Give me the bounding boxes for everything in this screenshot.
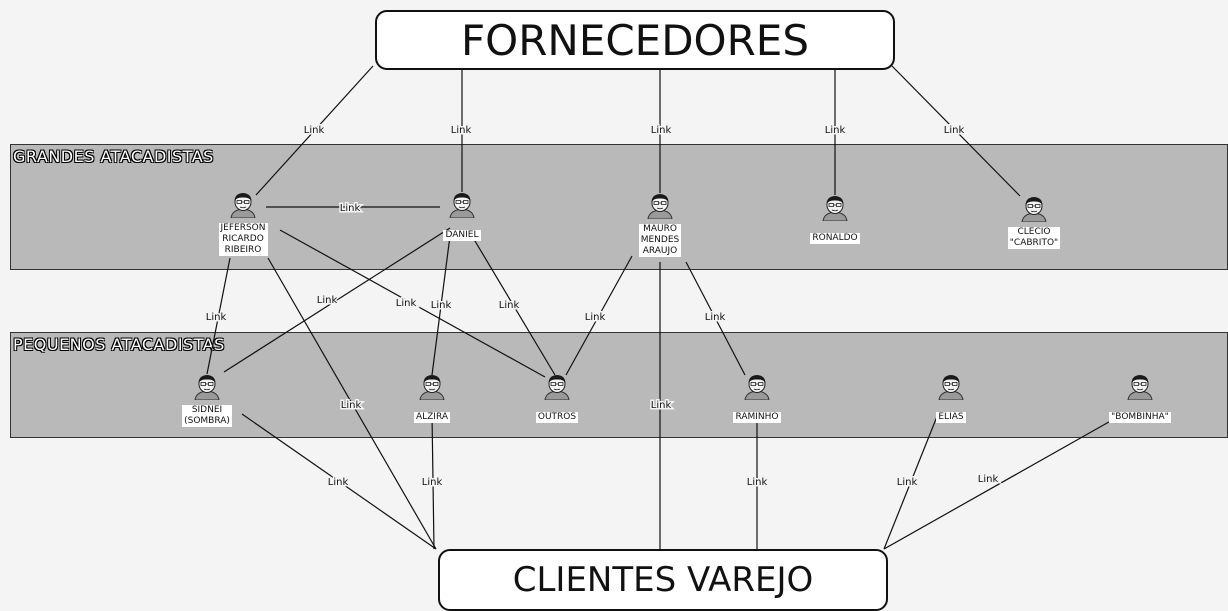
link-label: Link [206,312,227,323]
node-bombinha: "BOMBINHA" [1085,374,1195,423]
node-clecio: CLECIO "CABRITO" [979,196,1089,249]
clientes-varejo-label: CLIENTES VAREJO [512,560,814,600]
person-icon [896,374,1006,404]
link-label: Link [317,295,338,306]
link-line [279,229,546,378]
node-sidnei: SIDNEI (SOMBRA) [152,374,262,427]
clientes-varejo-box: CLIENTES VAREJO [438,549,888,611]
node-label: CLECIO "CABRITO" [1007,227,1061,249]
link-line [431,413,435,550]
node-label: ALZIRA [413,412,451,423]
person-icon [979,196,1089,226]
link-label: Link [422,477,443,488]
link-label: Link [451,125,472,136]
link-label: Link [341,400,362,411]
link-label: Link [585,312,606,323]
person-icon [1085,374,1195,404]
link-label: Link [328,477,349,488]
link-line [255,65,374,196]
person-icon [702,374,812,404]
link-label: Link [651,400,672,411]
link-label: Link [705,312,726,323]
node-label: JEFERSON RICARDO RIBEIRO [218,223,268,256]
band-grandes-atacadistas: GRANDES ATACADISTAS [10,144,1228,270]
person-icon [407,192,517,222]
node-mauro: MAURO MENDES ARAUJO [605,193,715,257]
link-line [223,227,451,373]
link-line [883,413,939,550]
node-label: OUTROS [535,412,579,423]
node-label: RAMINHO [733,412,781,423]
node-label: ELIAS [936,412,966,423]
node-daniel: DANIEL [407,192,517,241]
node-label: "BOMBINHA" [1109,412,1171,423]
link-label: Link [747,477,768,488]
link-label: Link [944,125,965,136]
link-line [883,413,1124,550]
person-icon [188,192,298,222]
link-line [206,257,231,375]
node-elias: ELIAS [896,374,1006,423]
link-label: Link [431,300,452,311]
link-label: Link [340,203,361,214]
link-line [267,257,437,550]
link-line [471,235,556,376]
node-raminho: RAMINHO [702,374,812,423]
link-label: Link [651,125,672,136]
node-label: RONALDO [810,233,860,244]
node-outros: OUTROS [502,374,612,423]
link-label: Link [396,298,417,309]
person-icon [502,374,612,404]
link-label: Link [499,300,520,311]
person-icon [780,195,890,225]
fornecedores-box: FORNECEDORES [375,10,895,70]
node-alzira: ALZIRA [377,374,487,423]
node-label: DANIEL [443,230,481,241]
node-ronaldo: RONALDO [780,195,890,244]
band-label-pequenos: PEQUENOS ATACADISTAS [13,335,225,354]
node-jeferson: JEFERSON RICARDO RIBEIRO [188,192,298,256]
link-label: Link [304,125,325,136]
band-label-grandes: GRANDES ATACADISTAS [13,147,214,166]
node-label: SIDNEI (SOMBRA) [182,405,232,427]
link-label: Link [825,125,846,136]
link-line [565,255,633,376]
person-icon [152,374,262,404]
link-line [891,65,1021,197]
fornecedores-label: FORNECEDORES [461,15,809,65]
link-line [685,261,746,376]
link-label: Link [978,474,999,485]
link-label: Link [897,477,918,488]
link-line [431,235,451,376]
node-label: MAURO MENDES ARAUJO [638,224,682,257]
person-icon [605,193,715,223]
link-line [241,413,437,550]
person-icon [377,374,487,404]
